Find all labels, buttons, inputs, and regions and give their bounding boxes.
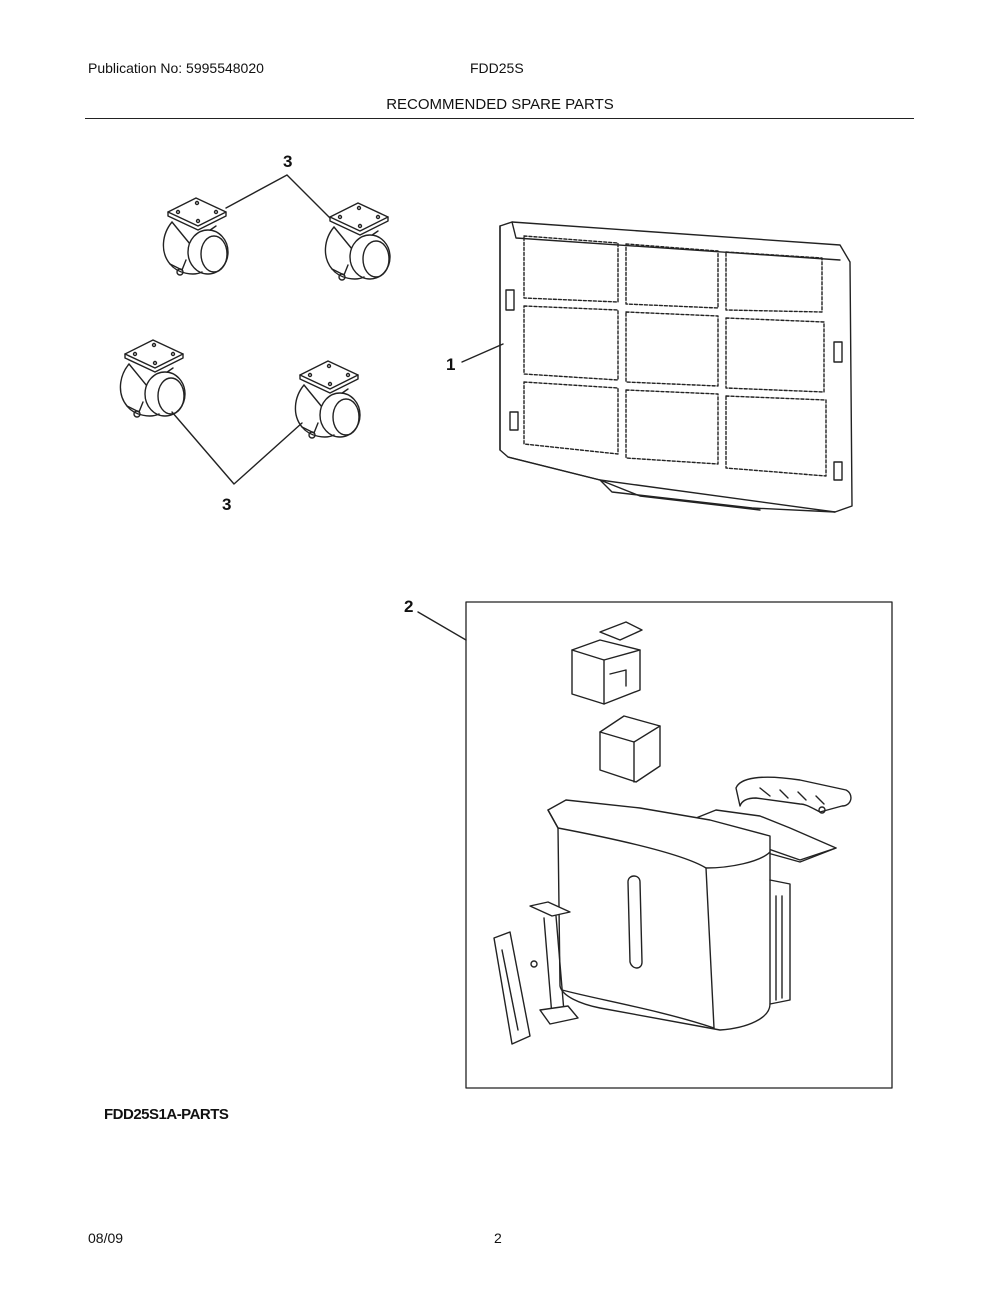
page-title: RECOMMENDED SPARE PARTS [386, 96, 614, 113]
footer-date: 08/09 [88, 1230, 124, 1246]
callout-1: 1 [446, 355, 455, 374]
diagram-label: FDD25S1A-PARTS [104, 1106, 229, 1123]
water-bucket-assembly-icon [493, 621, 852, 1045]
page-number: 2 [494, 1230, 502, 1246]
caster-icon [119, 339, 186, 418]
leader-line-3-bottom [171, 411, 303, 485]
publication-number: Publication No: 5995548020 [88, 60, 264, 76]
header-divider [85, 118, 914, 119]
callout-3-top: 3 [283, 152, 292, 171]
caster-icon [294, 360, 361, 439]
caster-icon [162, 197, 229, 276]
leader-line-3-top [225, 174, 331, 219]
callout-2: 2 [404, 597, 413, 616]
caster-icon [324, 202, 391, 281]
callout-3-bottom: 3 [222, 495, 231, 514]
leader-line-1 [461, 343, 504, 363]
model-number: FDD25S [470, 60, 524, 76]
air-filter-icon [499, 221, 853, 513]
bucket-assembly-frame [465, 601, 893, 1089]
leader-line-2 [417, 611, 467, 641]
